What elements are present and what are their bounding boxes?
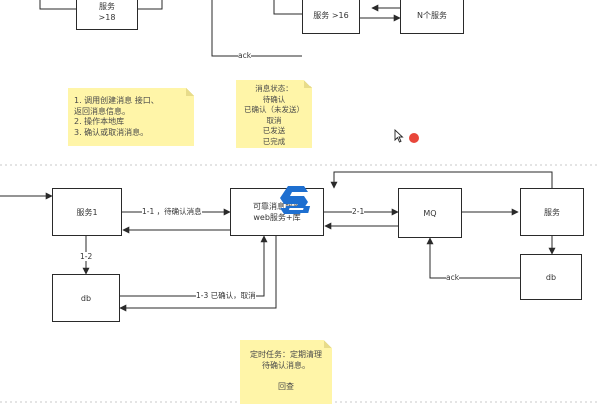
connector-db-return [119,236,277,312]
box-mq: MQ [398,188,462,238]
connector-top-left-b [138,0,163,10]
label-ack-top: ack [238,51,252,60]
watermark-logo-icon [280,186,311,214]
connector-loop-top [330,171,553,189]
red-dot-icon [409,133,419,143]
box-service-right: 服务 [520,188,584,236]
box-service-gt16: 服务 >16 [302,0,360,34]
note-fold-icon [304,80,312,88]
label-1-3: 1-3 已确认，取消 [196,291,256,300]
label-2-1: 2-1 [352,207,365,216]
note-message-status: 消息状态： 待确认 已确认（未发送） 取消 已发送 已完成 [236,80,312,148]
note-timer-task: 定时任务：定期清理 待确认消息。 回查 [240,340,332,404]
note-status-text: 消息状态： 待确认 已确认（未发送） 取消 已发送 已完成 [244,84,304,146]
note-fold-icon [186,88,194,96]
box-db-right: db [520,254,582,300]
note-steps-text: 1. 调用创建消息 接口、 返回消息信息。 2. 操作本地库 3. 确认或取消消… [74,96,159,137]
note-steps: 1. 调用创建消息 接口、 返回消息信息。 2. 操作本地库 3. 确认或取消消… [68,88,194,146]
note-fold-icon [324,340,332,348]
box-service1: 服务1 [52,188,122,236]
connector-top-left-a [39,0,76,10]
label-1-1: 1-1 ，待确认消息 [142,207,202,216]
label-1-2: 1-2 [80,252,93,261]
mouse-pointer-icon [394,129,404,143]
connector-ack-bottom [426,237,520,279]
connector-top-up [273,0,302,15]
box-db-left: db [52,274,120,322]
connector-1-3 [120,235,268,297]
box-top-left-service: 服务 >18 [76,0,138,30]
box-n-services: N个服务 [400,0,464,34]
note-timer-text: 定时任务：定期清理 待确认消息。 回查 [250,350,322,391]
connector-ack-top [211,0,302,57]
label-ack-bottom: ack [446,273,460,282]
